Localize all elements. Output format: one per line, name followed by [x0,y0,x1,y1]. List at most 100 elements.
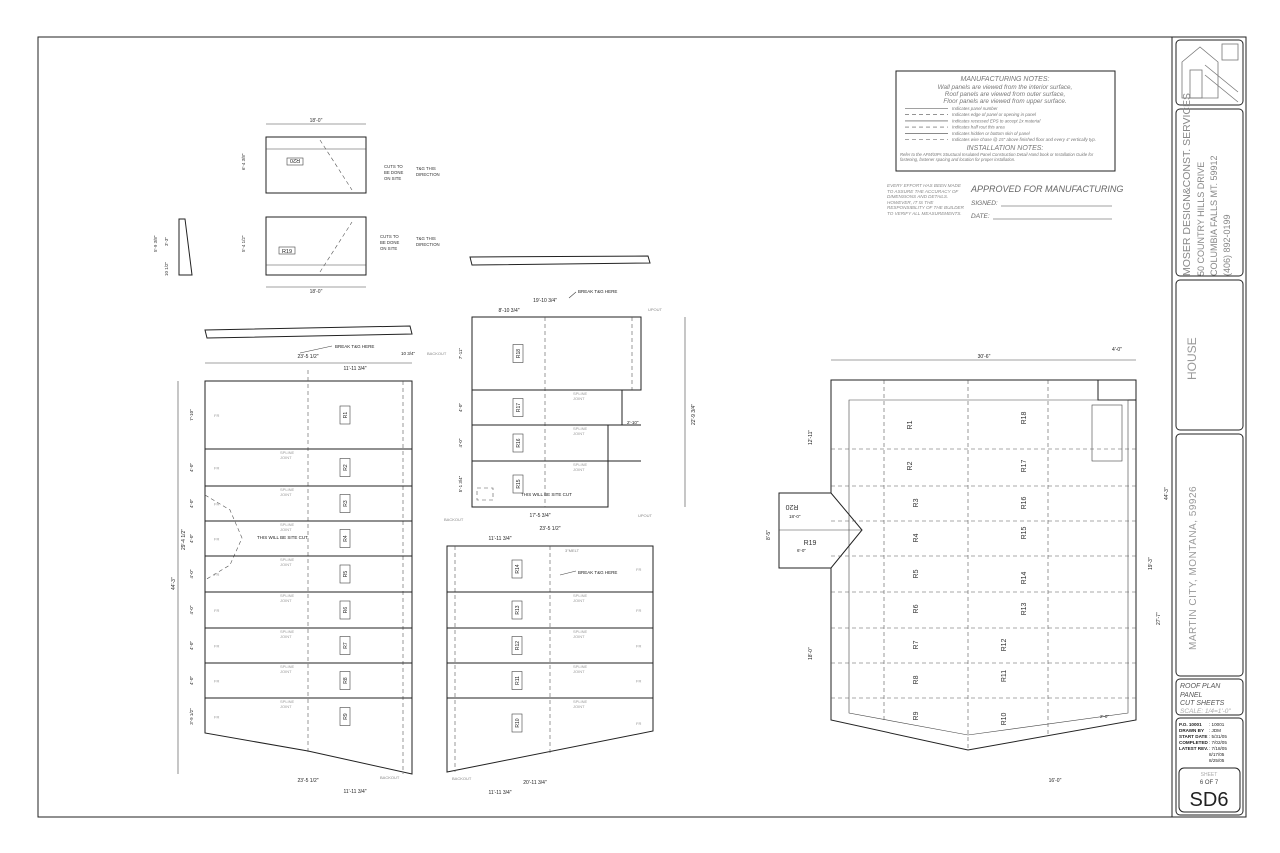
edge-dim-2: 3'-3" [164,237,169,246]
legend-text: Indicates panel number [952,106,998,111]
roof-label-right: R12 [1001,638,1008,651]
legend-text: Indicates hidden or bottom skin of panel [952,131,1031,136]
spline-label: SPLINE [573,699,588,704]
roof-dim-top-text: 30'-6" [978,354,991,360]
drawing-scale: SCALE: 1/4=1'-0" [1180,708,1231,715]
row-dim: 7'-10" [189,409,194,421]
roof-label-right: R11 [1001,670,1008,682]
row-dim: 4'-0" [189,641,194,650]
tag-r19-label: R19 [282,249,292,255]
spline-label: SPLINE [573,664,588,669]
mid-bot-dim-top: 23'-5 1/2" [539,526,560,532]
panel-label: R3 [343,500,349,507]
fr-label: FR [636,679,641,684]
left-dim-bottom-text: 23'-5 1/2" [297,778,318,784]
disclaimer-text: EVERY EFFORT HAS BEEN MADE TO ASSURE THE… [887,183,964,216]
mid-top-backout-label: BACKOUT [444,517,464,522]
panel-label: R15 [516,479,522,488]
tg-note-2-a: T&G THIS [416,236,436,241]
fr-label: FR [214,608,219,613]
fr-label: FR [214,679,219,684]
roof-label-right: R14 [1021,571,1028,584]
roof-dim-right-3: 44'-3" [1164,487,1170,500]
dim-r19-height: 5'-4 1/2" [241,235,246,252]
joint-label: JOINT [573,704,585,709]
panel-tag [339,405,351,425]
panel-set-middle-top: R187'-11"R17SPLINEJOINT4'-0"R16SPLINEJOI… [444,289,697,522]
joint-label: JOINT [573,431,585,436]
left-dim-half-text: 11'-11 3/4" [343,366,366,372]
cuts-note-2-b: BE DONE [380,240,399,245]
row-dim: 3'-9 1/2" [189,708,194,725]
panel-label: R1 [343,412,349,419]
mid-top-dim-top: 19'-10 3/4" [533,298,557,304]
info-key: COMPLETED [1179,740,1209,745]
panel-tag [512,398,524,417]
mid-bot-dim-half: 11'-11 3/4" [488,536,511,542]
mid-top-site-cut: THIS WILL BE SITE CUT [521,492,572,497]
joint-label: JOINT [280,669,292,674]
legend-text: Indicates wire chase @ 15" above finishe… [952,137,1096,142]
roof-label-left: R2 [907,461,914,470]
panel-label: R10 [515,718,521,727]
roof-dim-right-1: 27'-7" [1156,612,1162,625]
joint-label: JOINT [280,634,292,639]
roof-label-right: R10 [1001,712,1008,725]
panel-tag [511,600,523,620]
left-dim-bottom-half-text: 11'-11 3/4" [343,789,366,795]
roof-label-right: R15 [1021,526,1028,539]
company-phone: (406) 892-0199 [1222,214,1232,276]
left-panel-site-cut [204,494,243,581]
panel-label: R13 [515,605,521,614]
joint-label: JOINT [573,669,585,674]
cuts-note-1-c: ON SITE [384,176,401,181]
approval-title: APPROVED FOR MANUFACTURING [970,184,1123,194]
fr-label: FR [214,537,219,542]
panel-label: R7 [343,642,349,649]
roof-label-right: R13 [1021,602,1028,615]
date-label: DATE: [971,213,990,220]
panel-tag [339,600,351,620]
left-dim-top-text: 23'-5 1/2" [297,354,318,360]
edge-dim-1: 5'-9 3/8" [153,235,158,252]
mid-bot-outline [446,545,654,773]
roof-label-left: R9 [913,711,920,720]
joint-label: JOINT [573,598,585,603]
mid-bot-ridge: 3"MELT [565,548,580,553]
install-text-wrap: Refer to the AFM/SIPs Structural Insulat… [900,152,1093,162]
roof-label-left: R3 [913,498,920,507]
sheet-count: 6 OF 7 [1200,780,1219,786]
joint-label: JOINT [280,455,292,460]
roof-outline [778,379,1137,751]
mid-bot-dim-bottom: 20'-11 3/4" [523,780,547,786]
roof-label-left: R7 [913,640,920,649]
roof-plan: R1R2R3R4R5R6R7R8R9R18R17R16R15R14R13R12R… [766,347,1170,784]
logo-frame [1175,39,1244,106]
roof-dim-left-2: 8'-5" [766,530,772,540]
info-key: P.O. 10001 [1179,722,1202,727]
panel-tag [512,474,524,494]
panel-label: R9 [343,713,349,720]
spline-label: SPLINE [573,426,588,431]
panel-label: R2 [343,464,349,471]
tg-note-1-b: DIRECTION [416,172,440,177]
roof-label-dormer-r20: R20 [785,503,798,510]
info-frame [1175,717,1244,816]
title-block: MOSER DESIGN&CONST. SERVICES 50 COUNTRY … [1175,39,1244,816]
roof-label-left: R8 [913,675,920,684]
project-name: HOUSE [1185,337,1199,380]
joint-label: JOINT [573,467,585,472]
tg-note-2-b: DIRECTION [416,242,440,247]
section-bar-middle [469,255,651,266]
roof-label-left: R4 [913,533,920,542]
spline-label: SPLINE [280,522,295,527]
roof-dim-bump: 4'-0" [1112,347,1122,353]
left-dim-partial-text: 29'-4 1/2" [181,529,187,550]
spline-label: SPLINE [280,450,295,455]
panel-tag [339,494,351,513]
row-dim: 4'-0" [189,534,194,543]
mid-top-break-note: BREAK T&G HERE [578,289,617,294]
mid-top-dim-bottom: 17'-5 3/4" [529,513,550,519]
approval-block: EVERY EFFORT HAS BEEN MADE TO ASSURE THE… [887,183,1123,220]
